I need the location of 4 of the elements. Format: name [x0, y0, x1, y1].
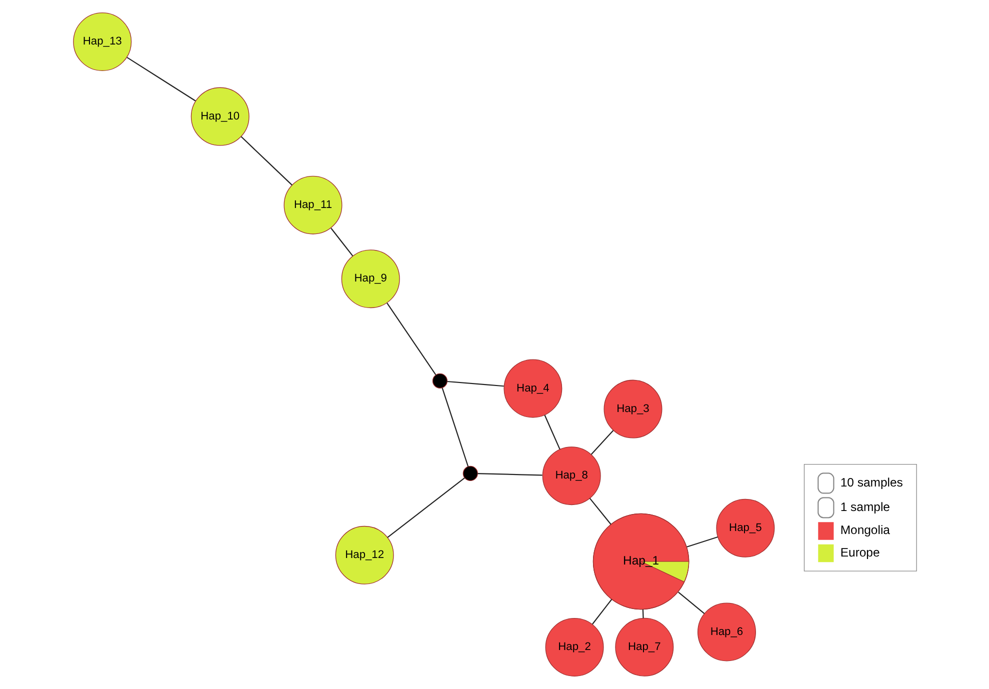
legend-label: Europe: [840, 545, 880, 560]
legend-label: 1 sample: [840, 500, 890, 514]
legend-label: 10 samples: [840, 475, 902, 490]
legend-label: Mongolia: [840, 523, 890, 538]
